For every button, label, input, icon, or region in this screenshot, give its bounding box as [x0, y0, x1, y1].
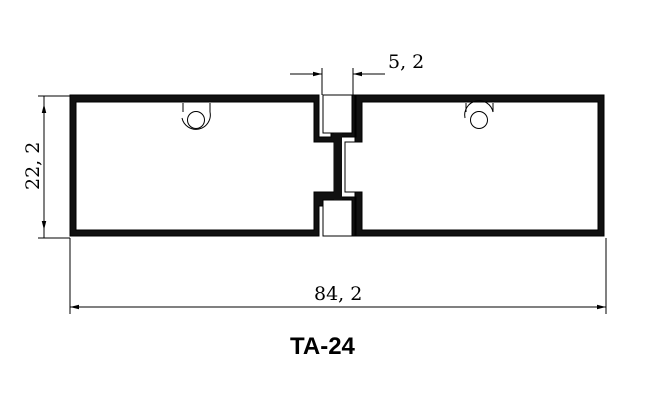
slot-width-dimension: 5, 2 [290, 51, 424, 95]
top-slot [322, 94, 353, 134]
right-chamber [344, 101, 599, 231]
screw-port-left [181, 103, 211, 130]
screw-port-right [464, 100, 494, 129]
slot-width-label: 5, 2 [388, 51, 424, 73]
height-label: 22, 2 [22, 142, 44, 190]
bottom-slot [322, 199, 353, 237]
total-width-label: 84, 2 [314, 283, 362, 305]
center-web [334, 133, 342, 200]
total-width-dimension: 84, 2 [69, 238, 607, 314]
left-chamber [75, 101, 335, 231]
height-dimension: 22, 2 [22, 95, 70, 239]
aluminium-profile [69, 94, 605, 237]
profile-code: TA-24 [290, 333, 356, 360]
